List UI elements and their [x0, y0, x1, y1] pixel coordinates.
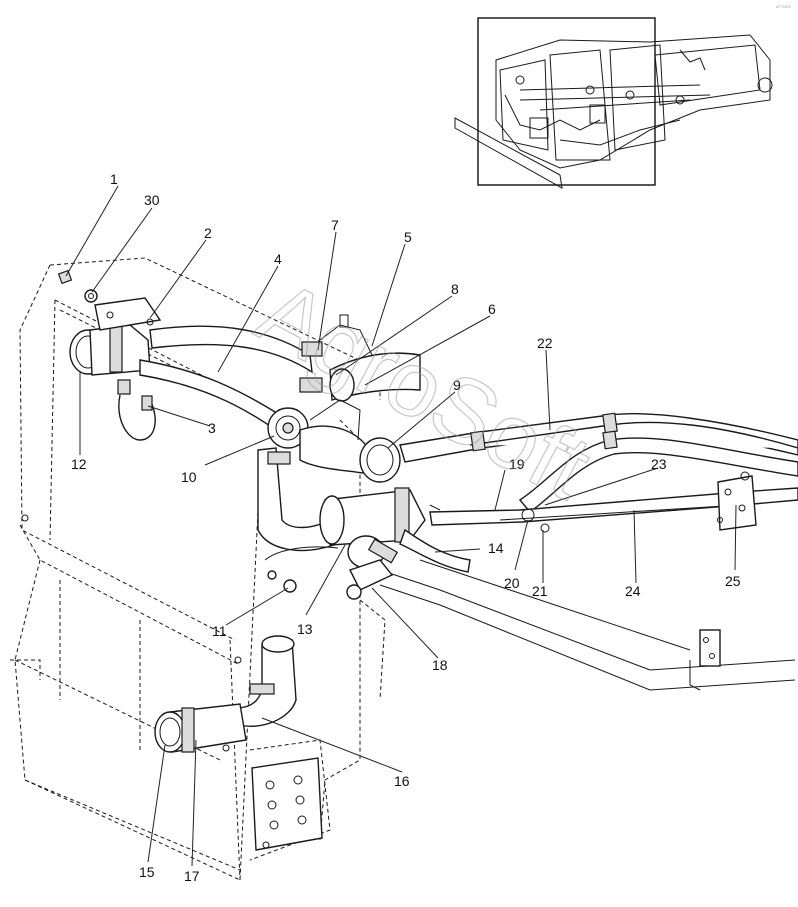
callout-16: 16	[394, 773, 410, 789]
callout-7: 7	[331, 217, 339, 233]
callout-4: 4	[274, 251, 282, 267]
callout-12: 12	[71, 456, 87, 472]
callout-15: 15	[139, 864, 155, 880]
callout-14: 14	[488, 540, 504, 556]
callout-8: 8	[451, 281, 459, 297]
callout-13: 13	[297, 621, 313, 637]
callout-22: 22	[537, 335, 553, 351]
callout-25: 25	[725, 573, 741, 589]
leader-lines	[65, 185, 737, 867]
callout-21: 21	[532, 583, 548, 599]
callout-3: 3	[208, 420, 216, 436]
callout-30: 30	[144, 192, 160, 208]
lower-hose	[154, 635, 297, 753]
callout-5: 5	[404, 229, 412, 245]
u-clamp	[117, 379, 156, 441]
main-hose	[257, 447, 471, 600]
fasteners	[21, 269, 242, 664]
callout-11: 11	[212, 623, 227, 639]
callout-18: 18	[432, 657, 448, 673]
callout-23: 23	[651, 456, 667, 472]
watermark: AgroSoft	[242, 261, 606, 519]
elbow-assembly	[267, 399, 401, 483]
frame-rail	[379, 559, 796, 691]
callout-19: 19	[509, 456, 525, 472]
callout-2: 2	[204, 225, 212, 241]
corner-mark: ▱ ▭▭	[776, 4, 791, 10]
radiator-frame	[10, 257, 386, 881]
callout-17: 17	[184, 868, 200, 884]
callout-24: 24	[625, 583, 641, 599]
callout-1: 1	[110, 171, 118, 187]
intake-pipes	[399, 412, 798, 533]
inset-overview	[454, 17, 773, 189]
callout-20: 20	[504, 575, 520, 591]
callout-labels: 1 30 2 4 7 5 8 6 22 9 3 12 10 19 23 14 2…	[71, 171, 741, 884]
callout-6: 6	[488, 301, 496, 317]
callout-10: 10	[181, 469, 197, 485]
mounting-bracket	[251, 757, 323, 851]
callout-9: 9	[453, 377, 461, 393]
